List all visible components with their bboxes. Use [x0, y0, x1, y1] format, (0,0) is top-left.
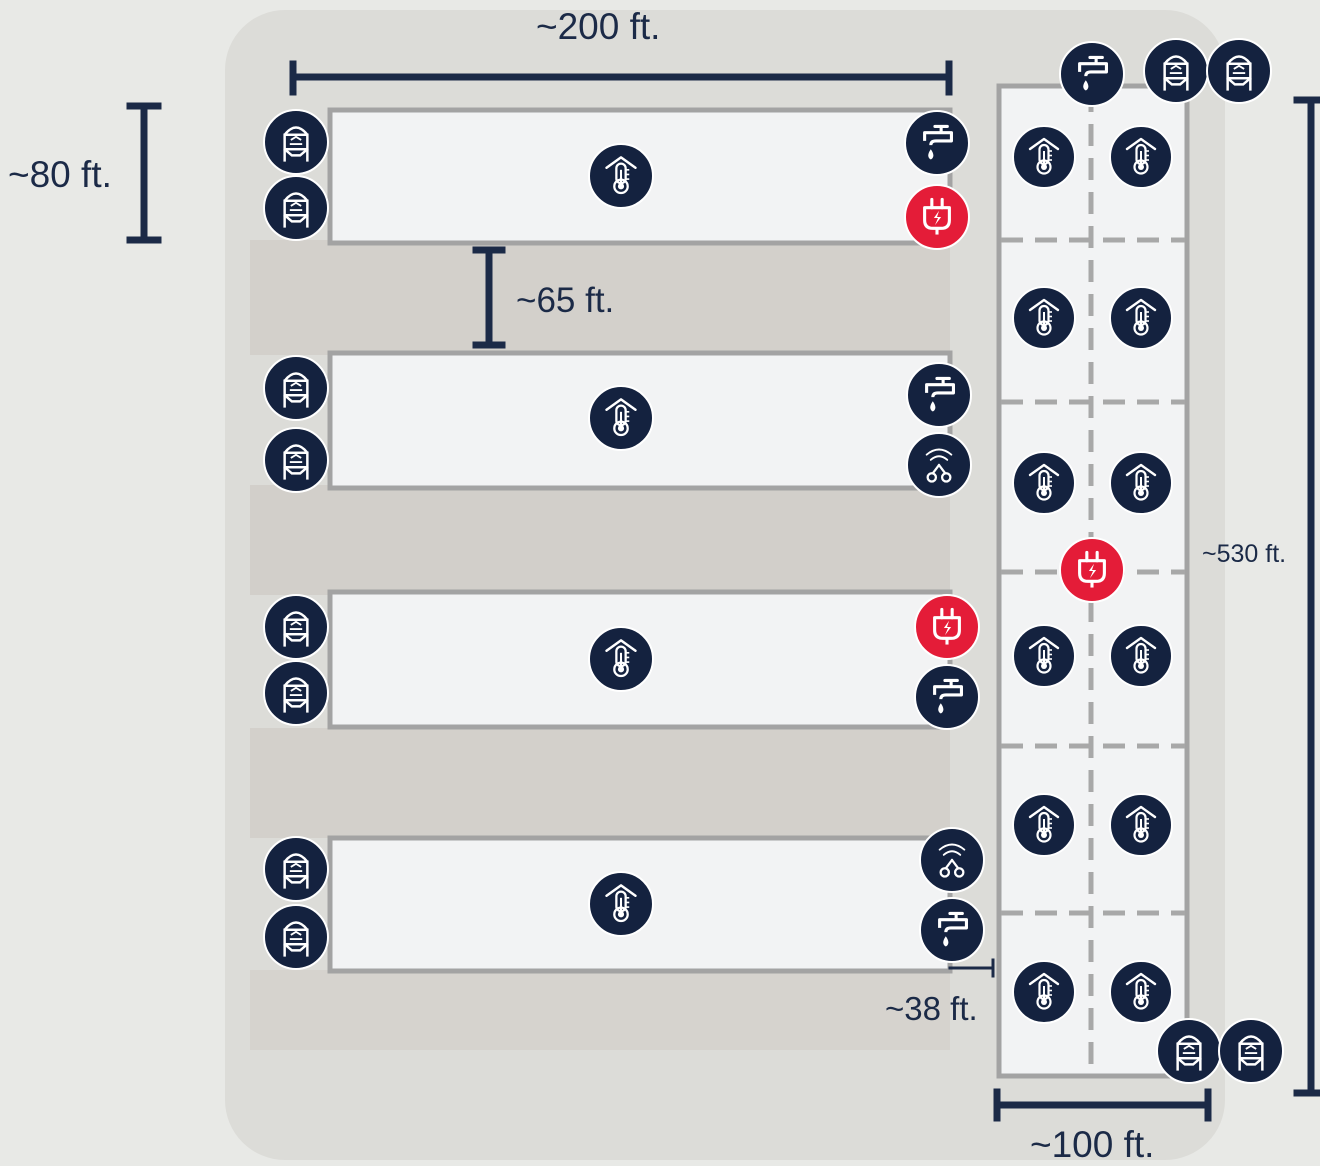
thermometer-barn-icon — [1109, 125, 1173, 189]
side-gap-dimension-line — [948, 958, 995, 978]
right-width-dimension-line — [993, 1088, 1212, 1122]
feed-silo-icon — [263, 109, 329, 175]
thermometer-barn-icon — [1012, 286, 1076, 350]
water-faucet-icon — [919, 897, 985, 963]
feed-silo-icon — [1143, 38, 1209, 104]
barn-height-dimension-line — [126, 102, 162, 244]
barn-height-label: ~80 ft. — [8, 154, 112, 195]
thermometer-barn-icon — [1109, 960, 1173, 1024]
wireless-sensor-icon — [919, 827, 985, 893]
feed-silo-icon — [263, 355, 329, 421]
thermometer-barn-icon — [1012, 451, 1076, 515]
thermometer-barn-icon — [1109, 286, 1173, 350]
feed-silo-icon — [1156, 1018, 1222, 1084]
barn-spacing-label: ~65 ft. — [516, 281, 615, 320]
barn-spacing-dimension-line — [472, 246, 506, 349]
feed-silo-icon — [263, 594, 329, 660]
right-length-label: ~530 ft. — [1202, 540, 1287, 568]
thermometer-barn-icon — [1109, 451, 1173, 515]
top-width-label: ~200 ft. — [536, 6, 661, 47]
water-faucet-icon — [1059, 41, 1125, 107]
power-outlet-icon — [914, 594, 980, 660]
feed-silo-icon — [263, 660, 329, 726]
feed-silo-icon — [263, 427, 329, 493]
thermometer-barn-icon — [588, 385, 654, 451]
power-outlet-icon — [904, 184, 970, 250]
side-gap-label: ~38 ft. — [885, 990, 978, 1027]
water-faucet-icon — [906, 362, 972, 428]
water-faucet-icon — [904, 110, 970, 176]
thermometer-barn-icon — [1012, 125, 1076, 189]
feed-silo-icon — [263, 836, 329, 902]
feed-silo-icon — [1206, 38, 1272, 104]
thermometer-barn-icon — [588, 143, 654, 209]
water-faucet-icon — [914, 664, 980, 730]
thermometer-barn-icon — [1109, 793, 1173, 857]
wireless-sensor-icon — [906, 432, 972, 498]
thermometer-barn-icon — [1012, 793, 1076, 857]
feed-silo-icon — [263, 175, 329, 241]
thermometer-barn-icon — [588, 871, 654, 937]
top-width-dimension-line — [289, 60, 953, 96]
right-width-label: ~100 ft. — [1030, 1124, 1155, 1165]
right-length-dimension-line — [1293, 96, 1320, 1097]
thermometer-barn-icon — [1012, 960, 1076, 1024]
thermometer-barn-icon — [588, 626, 654, 692]
thermometer-barn-icon — [1012, 624, 1076, 688]
thermometer-barn-icon — [1109, 624, 1173, 688]
power-outlet-icon — [1059, 537, 1125, 603]
feed-silo-icon — [1218, 1018, 1284, 1084]
feed-silo-icon — [263, 904, 329, 970]
